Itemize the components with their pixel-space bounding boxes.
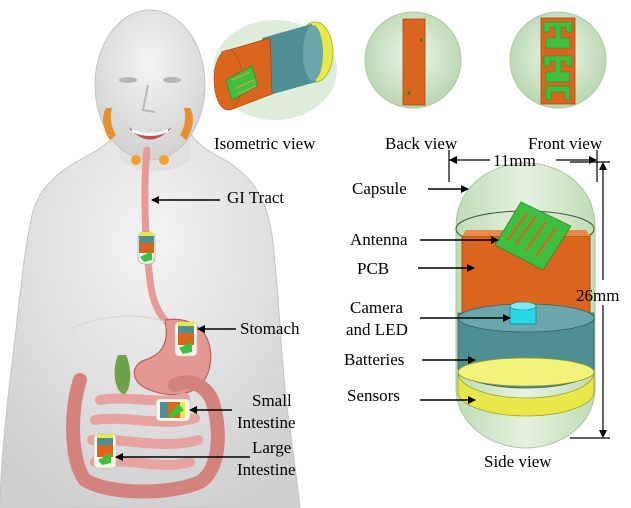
capsule-icon-small-intestine	[156, 399, 190, 421]
left-eye	[119, 77, 137, 83]
sensors-label: Sensors	[347, 387, 400, 404]
large-intestine-label-line2: Intestine	[237, 461, 296, 478]
large-intestine-label-line1: Large	[252, 439, 291, 456]
front-view-label: Front view	[528, 135, 602, 152]
camera-label-line1: Camera	[350, 299, 403, 316]
small-intestine-label-line2: Intestine	[237, 414, 296, 431]
width-dimension-label: 11mm	[493, 152, 536, 169]
isometric-view-drawing	[213, 20, 337, 120]
front-view-drawing	[510, 12, 606, 108]
pcb-label: PCB	[357, 260, 389, 277]
camera-led-top	[510, 302, 536, 310]
side-view-label: Side view	[484, 453, 552, 470]
side-view-capsule	[456, 163, 595, 448]
capsule-icon-large-intestine	[94, 434, 116, 468]
stomach-label: Stomach	[240, 320, 300, 337]
camera-label-line2: and LED	[346, 321, 408, 338]
gi-tract-label: GI Tract	[227, 189, 284, 206]
capsule-icon-gi-tract	[138, 232, 155, 264]
small-intestine-label-line1: Small	[252, 392, 292, 409]
back-view-label: Back view	[385, 135, 457, 152]
height-dimension-label: 26mm	[576, 287, 619, 304]
back-view-drawing	[365, 12, 461, 108]
isometric-view-label: Isometric view	[214, 135, 316, 152]
sensor-top	[458, 358, 594, 386]
tonsil-right	[159, 155, 169, 165]
capsule-label: Capsule	[352, 180, 407, 197]
right-eye	[163, 77, 181, 83]
tonsil-left	[131, 155, 141, 165]
antenna-label: Antenna	[350, 231, 408, 248]
batteries-label: Batteries	[344, 351, 404, 368]
capsule-icon-stomach	[175, 322, 197, 356]
